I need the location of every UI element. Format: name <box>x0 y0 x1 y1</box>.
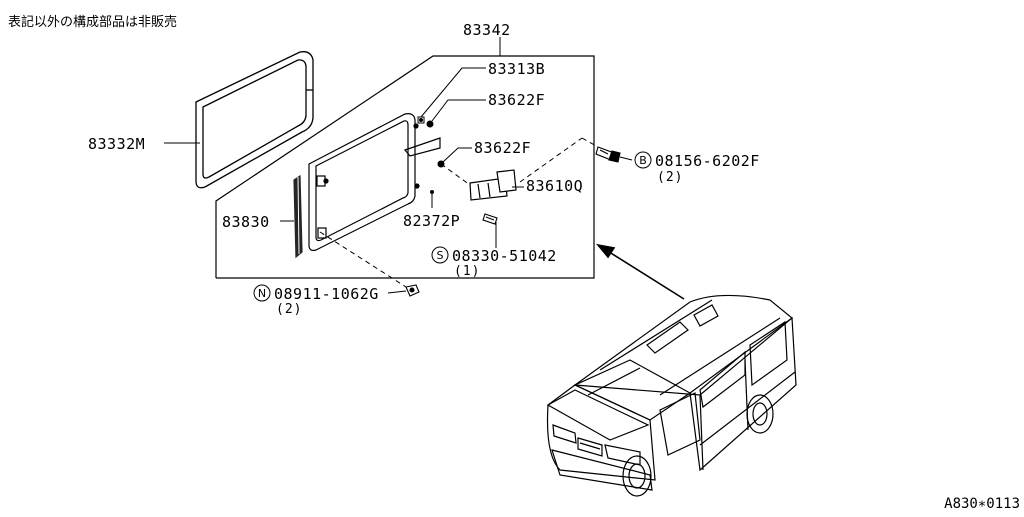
b-symbol: B <box>639 154 647 167</box>
van-illustration <box>546 294 797 497</box>
location-arrow <box>595 243 685 300</box>
callout-s-bolt: S 08330-51042 (1) <box>431 246 557 279</box>
header-note: 表記以外の構成部品は非販売 <box>8 14 177 30</box>
bolt-08330 <box>482 213 498 225</box>
callout-b-bolt: B 08156-6202F (2) <box>634 151 760 185</box>
callout-n-nut: N 08911-1062G (2) <box>253 284 407 317</box>
label-08156: 08156-6202F <box>655 152 760 170</box>
clip-83313b <box>417 116 425 124</box>
n-symbol-circle <box>253 284 271 302</box>
diagram-code: A830∗0113 <box>944 496 1020 512</box>
n-symbol: N <box>258 287 266 300</box>
qty-08156: (2) <box>657 170 683 185</box>
label-83622f-mid: 83622F <box>474 139 531 157</box>
b-symbol-circle <box>634 151 652 169</box>
bolt-08156 <box>595 146 621 163</box>
label-83622f-top: 83622F <box>488 91 545 109</box>
glass-pane <box>195 51 314 189</box>
label-83332m: 83332M <box>88 135 145 153</box>
leader-lines <box>164 37 633 248</box>
s-symbol-circle <box>431 246 449 264</box>
label-83342: 83342 <box>463 21 511 39</box>
grommet-83622f-top <box>426 120 434 128</box>
s-symbol: S <box>437 249 444 262</box>
nut-08911 <box>405 284 420 297</box>
window-frame <box>308 113 441 252</box>
label-82372p: 82372P <box>403 212 460 230</box>
label-83313b: 83313B <box>488 60 545 78</box>
label-08330: 08330-51042 <box>452 247 557 265</box>
latch-83610q <box>469 169 517 201</box>
label-83610q: 83610Q <box>526 177 583 195</box>
label-08911: 08911-1062G <box>274 285 379 303</box>
label-83830: 83830 <box>222 213 270 231</box>
assembly-box <box>215 55 595 279</box>
qty-08330: (1) <box>454 264 480 279</box>
weatherstrip <box>293 174 303 259</box>
qty-08911: (2) <box>276 302 302 317</box>
